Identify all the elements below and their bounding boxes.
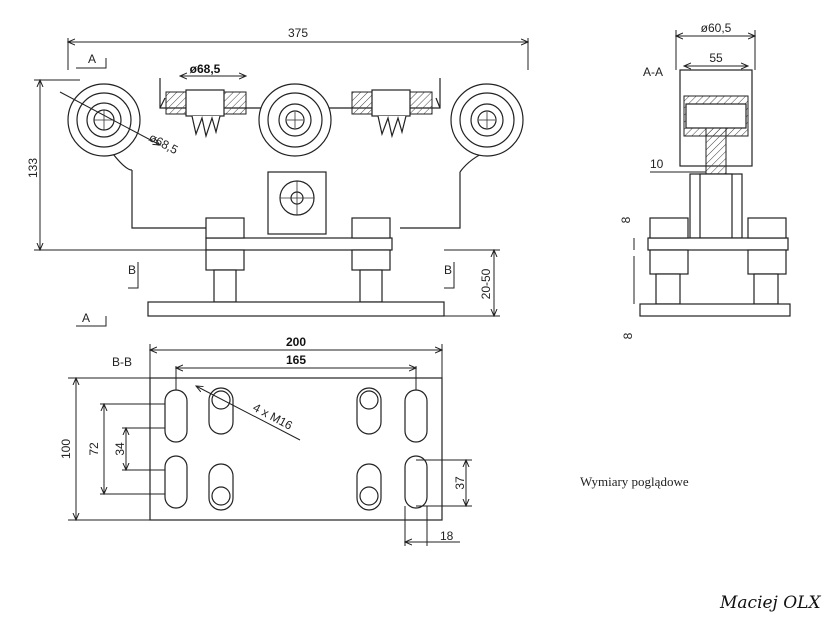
- left-bolt: [213, 269, 237, 303]
- middle-roller: [258, 83, 332, 157]
- left-upper-nut: [205, 217, 245, 239]
- section-aa-inner-dim: 55: [709, 51, 723, 65]
- right-upper-nut: [351, 217, 391, 239]
- section-bb-title: B-B: [112, 355, 132, 369]
- section-aa-top-plate: [647, 237, 789, 251]
- section-aa-nut-top-dim: 8: [619, 216, 633, 223]
- signature: Maciej OLX: [719, 593, 821, 613]
- front-width-label: 375: [288, 26, 308, 40]
- center-bracket: [267, 171, 327, 235]
- front-height-label: 133: [26, 158, 40, 178]
- hole-spacing-label: 165: [286, 353, 306, 367]
- front-view: 375 133: [26, 26, 528, 327]
- slot-inner-spacing-label: 34: [113, 442, 127, 456]
- left-roller: [67, 83, 141, 157]
- slot-width-label: 18: [440, 529, 454, 543]
- right-roller: [450, 83, 524, 157]
- section-a-top-marker: A: [88, 52, 96, 66]
- approx-dimensions-note: Wymiary poglądowe: [580, 474, 689, 489]
- base-width-label: 200: [286, 335, 306, 349]
- mounting-plate: [147, 301, 445, 317]
- top-plate: [205, 237, 393, 251]
- slot-length-label: 37: [453, 476, 467, 490]
- roller-diameter-side-label: ø68,5: [147, 130, 181, 157]
- section-aa-base-plate: [639, 303, 791, 317]
- adjust-range-label: 20-50: [479, 268, 493, 299]
- section-bb-view: B-B 200 165 100 72 34: [59, 335, 472, 546]
- left-lower-nut: [205, 249, 245, 271]
- section-aa-view: A-A ø60,5 55 10 8 8: [619, 21, 791, 339]
- section-aa-title: A-A: [643, 65, 663, 79]
- base-plate-outline: [149, 377, 443, 521]
- slot-outer-spacing-label: 72: [87, 442, 101, 456]
- left-guide-bearing: [165, 89, 247, 139]
- section-aa-outer-dim: ø60,5: [701, 21, 732, 35]
- roller-diameter-top-label: ø68,5: [190, 62, 221, 76]
- section-aa-gap-dim: 10: [650, 157, 664, 171]
- section-b-left-marker: B: [128, 263, 136, 277]
- base-height-label: 100: [59, 439, 73, 459]
- thread-holes: [211, 390, 379, 506]
- section-b-right-marker: B: [444, 263, 452, 277]
- right-bolt: [359, 269, 383, 303]
- section-a-bottom-marker: A: [82, 311, 90, 325]
- section-aa-nut-bottom-dim: 8: [621, 332, 635, 339]
- right-lower-nut: [351, 249, 391, 271]
- right-guide-bearing: [351, 89, 433, 139]
- section-aa-stem: [705, 127, 727, 175]
